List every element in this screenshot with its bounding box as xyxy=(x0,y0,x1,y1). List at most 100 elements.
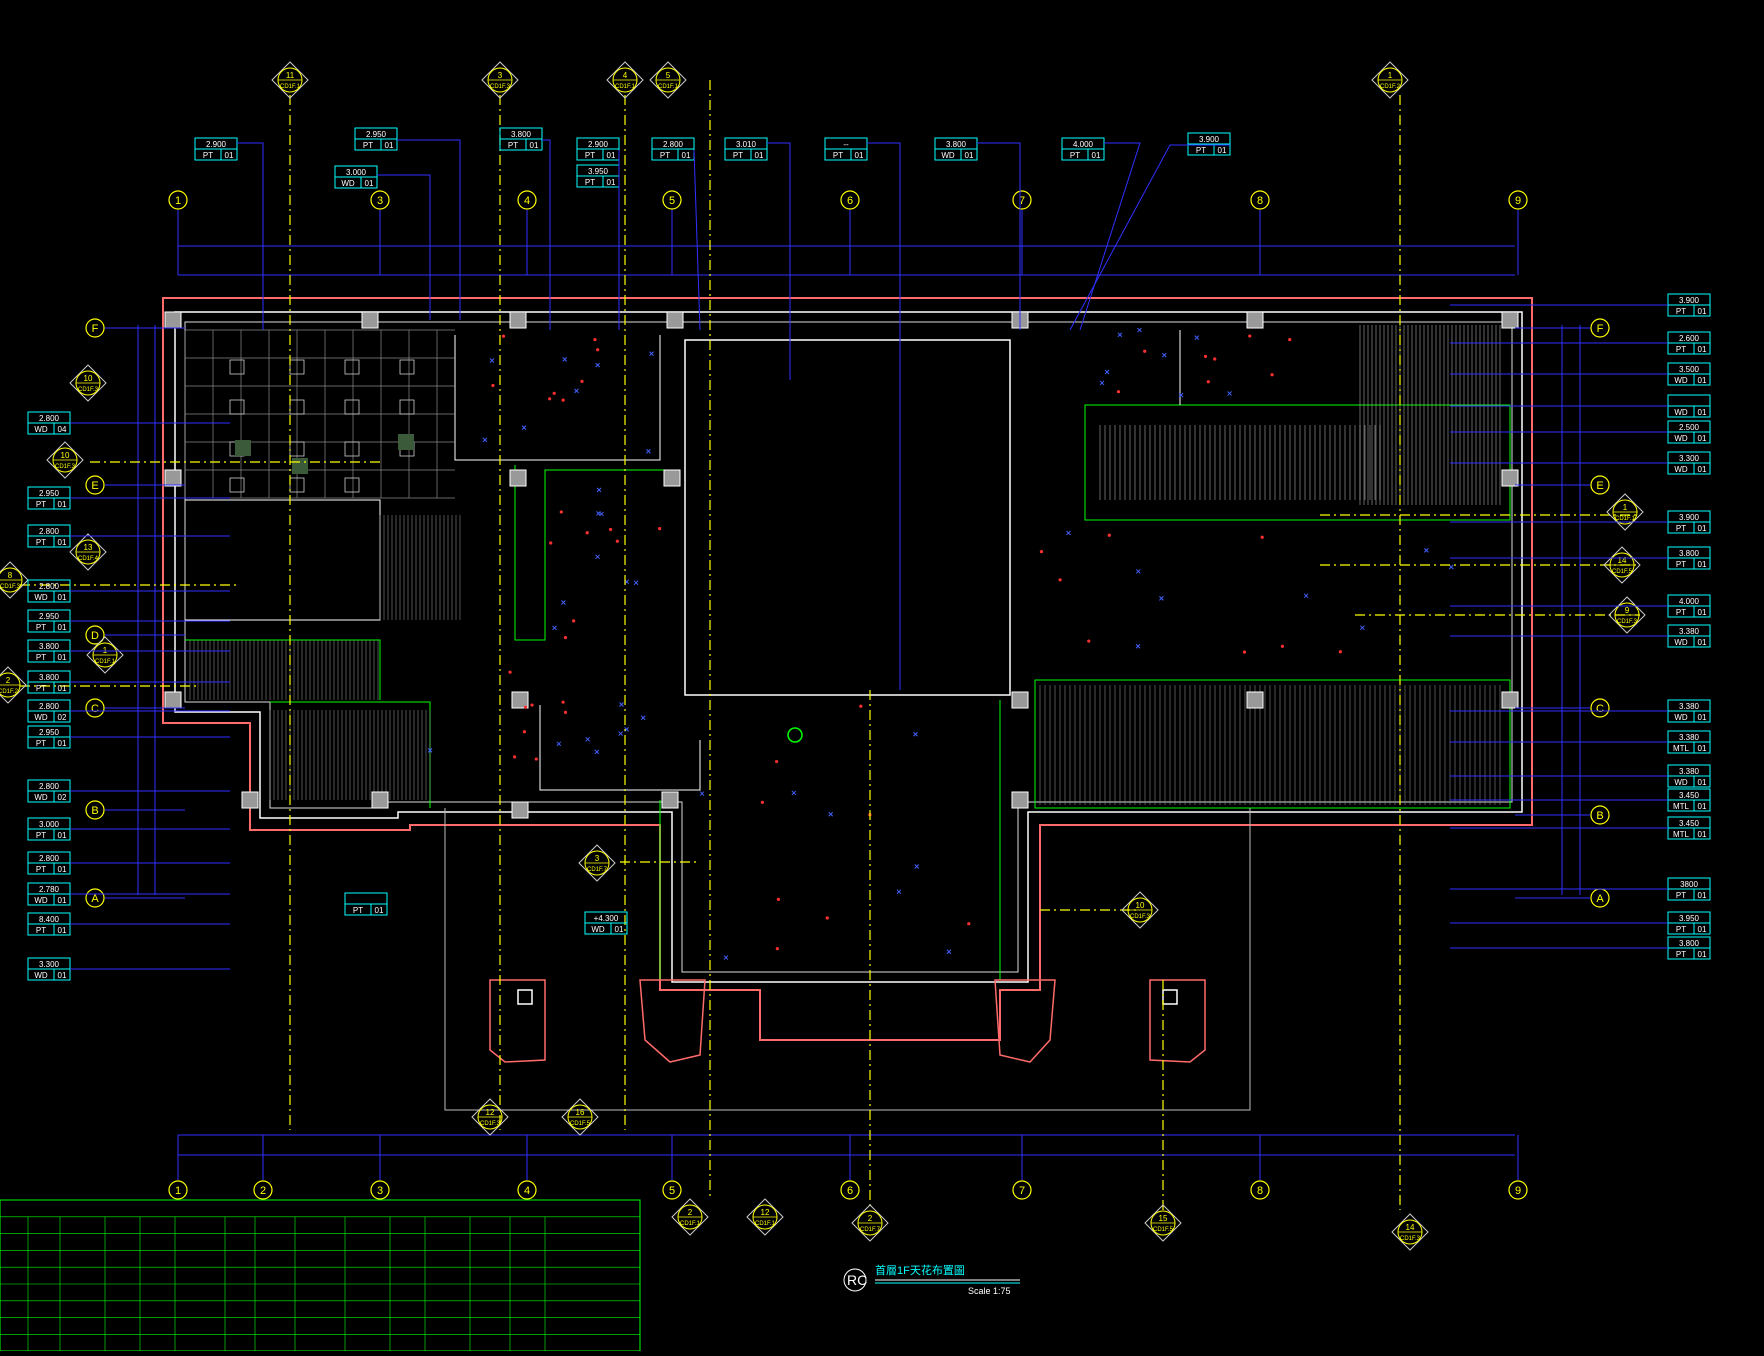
material-number: 01 xyxy=(607,151,616,160)
material-number: 01 xyxy=(58,623,67,632)
scale-label: Scale 1:75 xyxy=(968,1286,1011,1296)
section-marker-number: 3 xyxy=(595,854,600,863)
section-marker-number: 2 xyxy=(6,676,11,685)
material-code: WD xyxy=(341,179,355,188)
material-number: 01 xyxy=(58,971,67,980)
section-marker-ref: CD1F.3 xyxy=(55,464,76,470)
material-code: PT xyxy=(203,151,213,160)
axis-bubble-bottom: 6 xyxy=(840,1180,860,1200)
ceiling-height: 2.950 xyxy=(39,612,60,621)
ceiling-height: 2.800 xyxy=(39,854,60,863)
axis-bubble-bottom: 4 xyxy=(517,1180,537,1200)
ceiling-height: 3.900 xyxy=(1679,513,1700,522)
ceiling-height: 3.950 xyxy=(588,167,609,176)
material-number: 01 xyxy=(1698,408,1707,417)
ceiling-height: 3.010 xyxy=(736,140,757,149)
ceiling-height: 3800 xyxy=(1680,880,1698,889)
axis-label: 9 xyxy=(1515,195,1521,207)
material-code: PT xyxy=(585,151,595,160)
material-code: PT xyxy=(1676,524,1686,533)
ceiling-height: 4.000 xyxy=(1073,140,1094,149)
material-number: 01 xyxy=(365,179,374,188)
ceiling-height: 3.950 xyxy=(1679,914,1700,923)
material-number: 01 xyxy=(58,865,67,874)
axis-bubble-bottom: 8 xyxy=(1250,1180,1270,1200)
material-number: 04 xyxy=(58,425,67,434)
material-number: 01 xyxy=(58,831,67,840)
axis-bubble-bottom: 9 xyxy=(1508,1180,1528,1200)
material-number: 01 xyxy=(58,684,67,693)
drawing-title: 首層1F天花布置圖 xyxy=(875,1263,965,1277)
ceiling-hatch-areas xyxy=(189,325,1501,805)
axis-label: 9 xyxy=(1515,1185,1521,1197)
ceiling-height: 3.800 xyxy=(39,673,60,682)
axis-label: E xyxy=(1596,480,1603,492)
ceiling-height: 3.900 xyxy=(1679,296,1700,305)
material-number: 01 xyxy=(58,593,67,602)
ceiling-height: 3.800 xyxy=(39,642,60,651)
axis-label: 5 xyxy=(669,195,675,207)
section-marker-number: 15 xyxy=(1159,1214,1168,1223)
material-code: PT xyxy=(353,906,363,915)
material-code: PT xyxy=(363,141,373,150)
section-marker-number: 14 xyxy=(1406,1223,1415,1232)
axis-label: 6 xyxy=(847,195,853,207)
axis-bubble-right: E xyxy=(1590,475,1610,495)
axis-label: 1 xyxy=(175,1185,181,1197)
material-number: 01 xyxy=(1698,524,1707,533)
material-code: WD xyxy=(591,925,605,934)
axis-bubble-left: D xyxy=(85,625,105,645)
material-number: 01 xyxy=(1698,891,1707,900)
axis-bubble-top: 5 xyxy=(662,190,682,210)
ceiling-height: 2.500 xyxy=(1679,423,1700,432)
section-marker-ref: CD1F.3 xyxy=(480,1121,501,1127)
material-code: WD xyxy=(34,593,48,602)
axis-bubble-left: E xyxy=(85,475,105,495)
material-number: 01 xyxy=(682,151,691,160)
axis-label: E xyxy=(91,480,98,492)
material-code: PT xyxy=(508,141,518,150)
section-marker-number: 8 xyxy=(8,571,13,580)
material-code: PT xyxy=(1676,307,1686,316)
ceiling-height: 3.300 xyxy=(39,960,60,969)
structural-columns xyxy=(164,311,1519,819)
ceiling-height: 3.500 xyxy=(1679,365,1700,374)
section-marker-number: 14 xyxy=(1618,556,1627,565)
material-number: 01 xyxy=(375,906,384,915)
section-marker-number: 10 xyxy=(61,451,70,460)
axis-label: D xyxy=(91,630,99,642)
material-code: WD xyxy=(1674,408,1688,417)
ceiling-height: 3.000 xyxy=(39,820,60,829)
drawing-code: RC xyxy=(847,1272,867,1288)
axis-bubble-right: C xyxy=(1590,698,1610,718)
axis-label: F xyxy=(92,323,99,335)
axis-bubble-left: F xyxy=(85,318,105,338)
material-number: 01 xyxy=(1698,434,1707,443)
section-marker-number: 11 xyxy=(286,71,295,80)
section-marker-ref: CD1F.1 xyxy=(755,1221,776,1227)
material-code: WD xyxy=(34,793,48,802)
material-code: PT xyxy=(36,500,46,509)
ceiling-height: 3.900 xyxy=(1199,135,1220,144)
ceiling-height: 8.400 xyxy=(39,915,60,924)
